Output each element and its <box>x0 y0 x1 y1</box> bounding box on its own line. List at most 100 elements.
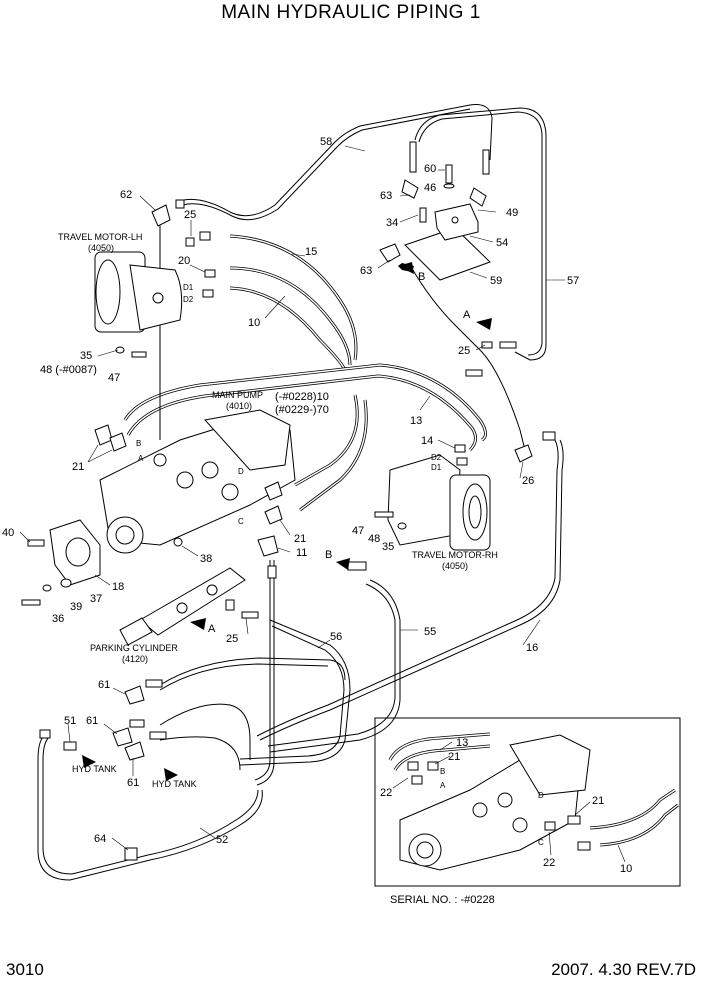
washer-39 <box>60 578 72 588</box>
page-title: MAIN HYDRAULIC PIPING 1 <box>221 2 481 23</box>
bolt-47-lh <box>131 351 147 358</box>
inset-fitting-21c <box>577 841 591 851</box>
serial-number-note: SERIAL NO. : -#0228 <box>390 894 495 906</box>
fitting-57-end <box>499 341 517 349</box>
inset-port-d: D <box>538 791 544 800</box>
inset-fitting-22a <box>407 761 419 771</box>
pipe-57 <box>414 107 547 361</box>
fitting-62 <box>175 199 185 209</box>
inset-part-22-bottom: 22 <box>543 857 555 869</box>
fitting-15 <box>199 231 211 241</box>
port-b-mid: B <box>325 549 332 561</box>
caption-travel-motor-lh-code: (4050) <box>88 243 114 253</box>
pipe-11-vertical-inner <box>256 560 275 786</box>
pipe-61-upper <box>159 657 346 686</box>
part-25-low: 25 <box>226 633 238 645</box>
plug-34 <box>419 207 427 223</box>
fitting-16-top <box>542 431 556 441</box>
pipe-56 <box>239 619 351 766</box>
part-51: 51 <box>64 715 76 727</box>
pipe-58 <box>179 104 493 217</box>
pipe-55 <box>269 579 401 753</box>
inset-port-1 <box>472 802 488 818</box>
pipe-network <box>37 104 564 881</box>
fitting-61b-hose <box>129 719 145 728</box>
elbow-21d <box>264 505 283 525</box>
pump-port-1 <box>176 471 194 489</box>
bolt-36 <box>21 599 41 606</box>
elbow-26 <box>514 444 533 463</box>
fitting-51 <box>63 741 77 751</box>
fitting-25-top <box>185 237 195 247</box>
part-18: 18 <box>112 581 124 593</box>
port-d1-rh: D1 <box>431 463 442 472</box>
part-61-top: 61 <box>98 679 110 691</box>
caption-travel-motor-lh: TRAVEL MOTOR-LH <box>58 232 142 242</box>
inset-pump-shaft <box>416 841 434 859</box>
pipe-56-inner <box>239 625 345 760</box>
elbow-61a <box>124 685 145 705</box>
inset-port-3 <box>512 817 528 833</box>
part-60: 60 <box>424 163 436 175</box>
pipe-57-inner <box>418 111 543 356</box>
part-40: 40 <box>2 527 14 539</box>
caption-travel-motor-rh: TRAVEL MOTOR-RH <box>412 550 498 560</box>
elbow-21a <box>94 424 113 446</box>
fitting-14b <box>456 457 468 466</box>
page-number: 3010 <box>6 960 44 979</box>
part-21-left: 21 <box>72 461 84 473</box>
cylinder-rod-end <box>119 617 153 646</box>
plug-38 <box>173 537 183 547</box>
inset-part-10: 10 <box>620 863 632 875</box>
caption-serial-0229: (#0229-)70 <box>275 404 329 416</box>
part-64: 64 <box>94 833 106 845</box>
plate-59 <box>404 227 491 281</box>
elbow-49 <box>469 187 487 207</box>
elbow-11 <box>257 535 279 557</box>
part-61-low: 61 <box>127 777 139 789</box>
port-d2-lh: D2 <box>183 295 194 304</box>
arrow-b-mid <box>336 558 350 570</box>
part-20: 20 <box>178 255 190 267</box>
inset-fitting-22b <box>411 775 423 785</box>
inset-port-b: B <box>440 767 445 776</box>
fitting-20b <box>202 289 214 298</box>
cylinder-port-2 <box>206 584 218 596</box>
valve-block <box>379 141 491 281</box>
valve-port <box>451 216 459 224</box>
part-25-mid: 25 <box>458 345 470 357</box>
part-48-rh: 48 <box>368 533 380 545</box>
part-54: 54 <box>496 237 508 249</box>
part-25-top: 25 <box>184 209 196 221</box>
caption-hyd-tank-2: HYD TANK <box>152 779 197 789</box>
caption-parking-cylinder: PARKING CYLINDER <box>90 643 178 653</box>
part-39: 39 <box>70 601 82 613</box>
pipe-16-inner <box>256 439 559 737</box>
fitting-58-top <box>409 141 417 173</box>
hose-10b <box>229 286 347 371</box>
inset-part-21-top: 21 <box>448 751 460 763</box>
pipe-52 <box>37 734 263 881</box>
elbow-61c <box>124 741 145 761</box>
pipe-55-inner <box>267 583 396 747</box>
fitting-14a <box>454 444 466 453</box>
main-pump <box>21 409 296 606</box>
part-58: 58 <box>320 136 332 148</box>
fitting-55-top <box>347 561 367 571</box>
part-34: 34 <box>386 217 398 229</box>
inset-fitting-21b <box>567 815 581 825</box>
part-14: 14 <box>421 435 433 447</box>
port-b-top: B <box>418 271 425 283</box>
fitting-13-end <box>465 369 483 377</box>
caption-main-pump-code: (4010) <box>226 401 252 411</box>
part-35-lh: 35 <box>80 350 92 362</box>
pipe-61-low <box>159 736 241 771</box>
elbow-21c <box>264 481 283 501</box>
part-47-lh: 47 <box>108 372 120 384</box>
arrow-a-top <box>476 318 492 330</box>
inset-fitting-22c <box>544 821 556 831</box>
part-46: 46 <box>424 182 436 194</box>
elbow-21b <box>109 432 127 452</box>
flow-arrows <box>82 262 492 781</box>
